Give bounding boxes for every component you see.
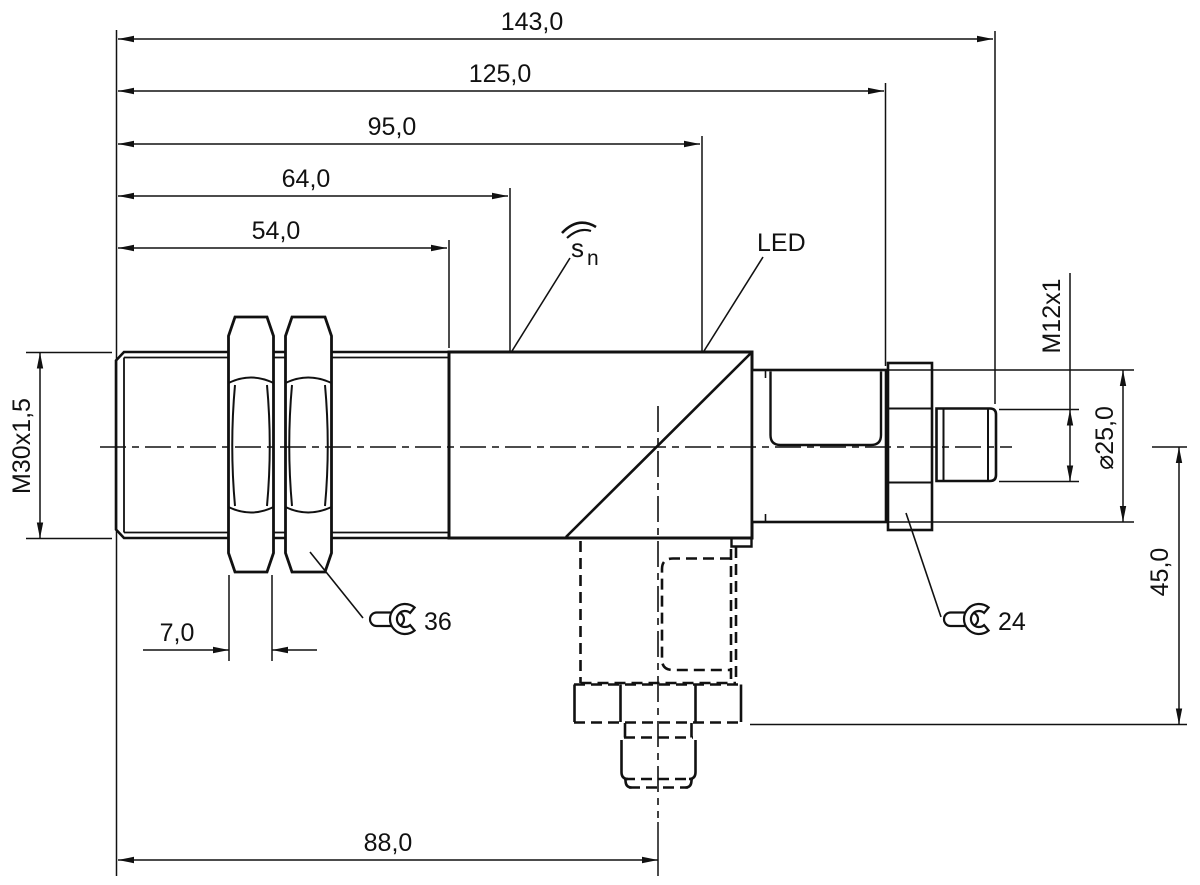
dim-125-label: 125,0 <box>469 60 532 88</box>
dim-88-label: 88,0 <box>364 829 413 857</box>
dim-95-label: 95,0 <box>368 113 417 141</box>
dimension-lines <box>26 30 1187 876</box>
dim-housing-diameter-label: ⌀25,0 <box>1091 406 1119 470</box>
rear-housing <box>750 368 888 524</box>
wrench-36-callout: 36 <box>368 602 452 636</box>
sn-leader-line <box>511 257 571 352</box>
connector-pivot-tab <box>730 538 753 548</box>
wrench-36-leader-line <box>309 551 364 619</box>
dim-connector-thread-label: M12x1 <box>1038 278 1066 353</box>
wrench-size-rear-label: 24 <box>998 608 1026 636</box>
rear-housing-inset <box>769 371 883 447</box>
rotated-housing-inset <box>660 557 731 672</box>
wrench-24-callout: 24 <box>942 602 1026 636</box>
sensing-range-symbol: s n <box>561 221 599 270</box>
sn-label-sub: n <box>587 247 599 270</box>
dim-total-length-label: 143,0 <box>501 8 564 36</box>
sn-label-main: s <box>571 233 584 263</box>
wrench-24-leader-line <box>905 512 942 618</box>
sn-arc-inner-icon <box>566 228 592 239</box>
mounting-nut-1 <box>227 315 275 574</box>
wrench-jaw-icon <box>388 602 417 636</box>
sn-arc-icon <box>561 221 597 234</box>
mounting-nut-2 <box>284 315 333 574</box>
leader-lines <box>309 256 942 619</box>
dim-nut-thickness-label: 7,0 <box>160 619 195 647</box>
wrench-jaw-icon <box>962 602 991 636</box>
dim-front-thread-label: M30x1,5 <box>8 398 36 494</box>
dimension-arrows <box>36 35 1183 864</box>
m12-connector-plug <box>935 407 998 483</box>
dim-connector-height-label: 45,0 <box>1146 548 1174 597</box>
sensor-outline <box>114 315 998 574</box>
front-thread-barrel <box>114 350 451 540</box>
rotated-flange-facets <box>573 684 743 789</box>
dim-64-label: 64,0 <box>282 165 331 193</box>
dim-54-label: 54,0 <box>252 217 301 245</box>
led-label: LED <box>757 229 806 257</box>
led-leader-line <box>703 256 764 352</box>
sensor-body <box>447 350 754 548</box>
wrench-size-front-label: 36 <box>424 608 452 636</box>
